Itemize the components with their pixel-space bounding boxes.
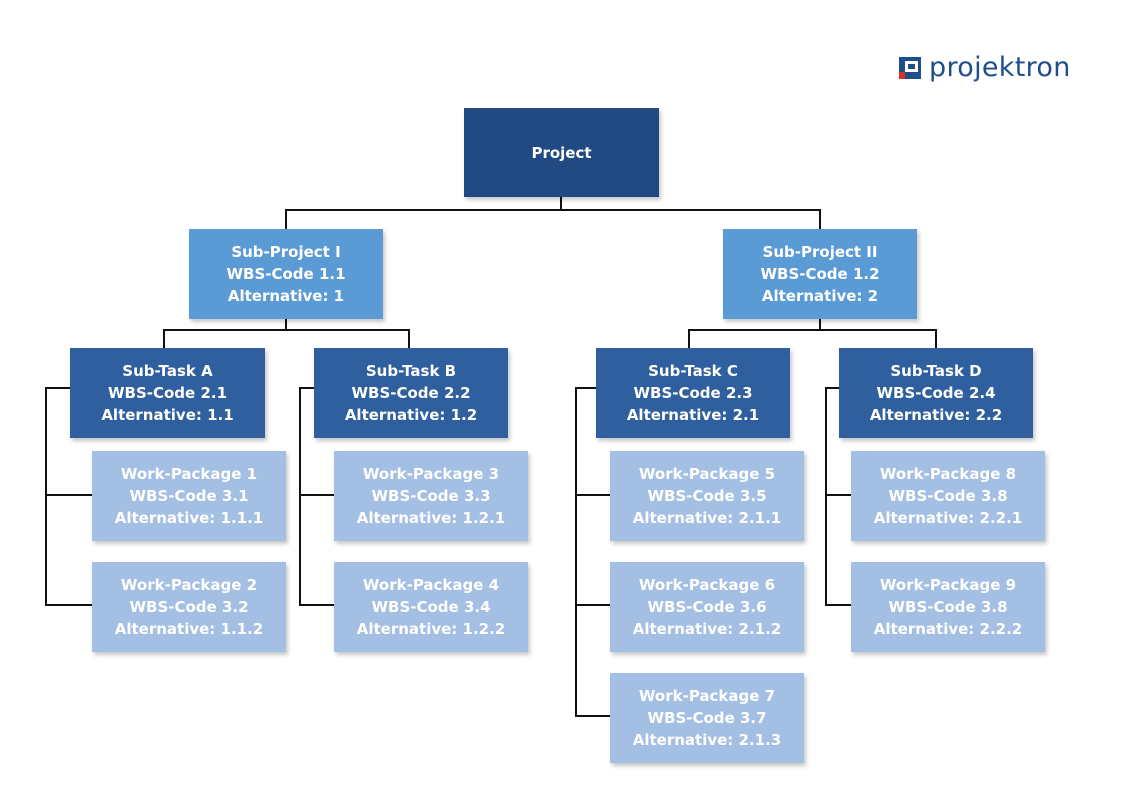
node-wbs-code: WBS-Code 3.7 (647, 709, 767, 727)
node-sub-task-b: Sub-Task B WBS-Code 2.2 Alternative: 1.2 (314, 348, 508, 438)
node-wbs-code: WBS-Code 3.8 (888, 598, 1008, 616)
node-label: Sub-Task C (648, 362, 738, 380)
node-wbs-code: WBS-Code 3.1 (129, 487, 249, 505)
node-alternative: Alternative: 1.2 (344, 406, 478, 424)
node-wbs-code: WBS-Code 3.4 (371, 598, 491, 616)
node-work-package-8: Work-Package 8 WBS-Code 3.8 Alternative:… (851, 451, 1045, 541)
node-label: Work-Package 6 (638, 576, 776, 594)
node-alternative: Alternative: 2.1.2 (632, 620, 782, 638)
node-alternative: Alternative: 2.1.3 (632, 731, 782, 749)
node-alternative: Alternative: 2 (761, 287, 879, 305)
node-wbs-code: WBS-Code 3.3 (371, 487, 491, 505)
projektron-logo: projektron (899, 50, 1071, 86)
node-wbs-code: WBS-Code 1.1 (226, 265, 346, 283)
logo-mark-icon (899, 57, 921, 79)
connector-tb-spine (299, 387, 334, 606)
node-wbs-code: WBS-Code 2.1 (107, 384, 228, 402)
node-label: Sub-Project I (231, 243, 341, 261)
node-wbs-code: WBS-Code 2.3 (633, 384, 753, 402)
node-alternative: Alternative: 2.1 (626, 406, 760, 424)
node-work-package-6: Work-Package 6 WBS-Code 3.6 Alternative:… (610, 562, 804, 652)
brand-name: projektron (929, 52, 1071, 83)
node-project: Project (464, 108, 659, 197)
node-label: Sub-Task D (890, 362, 982, 380)
node-label: Work-Package 2 (120, 576, 258, 594)
node-sub-task-d: Sub-Task D WBS-Code 2.4 Alternative: 2.2 (839, 348, 1033, 438)
node-label: Sub-Task B (365, 362, 457, 380)
connector-td-spine (825, 387, 851, 606)
node-alternative: Alternative: 2.2.1 (873, 509, 1023, 527)
node-label: Project (531, 143, 592, 162)
node-alternative: Alternative: 1.1.1 (114, 509, 264, 527)
node-alternative: Alternative: 1.1.2 (114, 620, 264, 638)
node-sub-project-1: Sub-Project I WBS-Code 1.1 Alternative: … (189, 229, 383, 319)
node-alternative: Alternative: 2.2.2 (873, 620, 1023, 638)
node-work-package-3: Work-Package 3 WBS-Code 3.3 Alternative:… (334, 451, 528, 541)
node-wbs-code: WBS-Code 3.2 (129, 598, 249, 616)
node-label: Sub-Task A (122, 362, 213, 380)
node-sub-project-2: Sub-Project II WBS-Code 1.2 Alternative:… (723, 229, 917, 319)
node-alternative: Alternative: 1 (227, 287, 345, 305)
node-alternative: Alternative: 1.1 (101, 406, 234, 424)
node-label: Work-Package 1 (120, 465, 258, 483)
node-label: Sub-Project II (762, 243, 878, 261)
node-label: Work-Package 3 (362, 465, 500, 483)
node-work-package-2: Work-Package 2 WBS-Code 3.2 Alternative:… (92, 562, 286, 652)
connector-tc-spine (575, 387, 610, 717)
node-work-package-7: Work-Package 7 WBS-Code 3.7 Alternative:… (610, 673, 804, 763)
node-alternative: Alternative: 1.2.2 (356, 620, 506, 638)
node-work-package-5: Work-Package 5 WBS-Code 3.5 Alternative:… (610, 451, 804, 541)
node-label: Work-Package 4 (362, 576, 500, 594)
node-label: Work-Package 9 (879, 576, 1017, 594)
node-label: Work-Package 8 (879, 465, 1017, 483)
node-alternative: Alternative: 1.2.1 (356, 509, 506, 527)
node-label: Work-Package 7 (638, 687, 776, 705)
node-wbs-code: WBS-Code 2.2 (351, 384, 471, 402)
node-wbs-code: WBS-Code 3.8 (888, 487, 1008, 505)
node-alternative: Alternative: 2.1.1 (632, 509, 782, 527)
connector-ta-spine (45, 387, 92, 606)
node-wbs-code: WBS-Code 1.2 (760, 265, 880, 283)
node-wbs-code: WBS-Code 2.4 (876, 384, 996, 402)
node-work-package-1: Work-Package 1 WBS-Code 3.1 Alternative:… (92, 451, 286, 541)
node-work-package-9: Work-Package 9 WBS-Code 3.8 Alternative:… (851, 562, 1045, 652)
node-alternative: Alternative: 2.2 (869, 406, 1003, 424)
node-wbs-code: WBS-Code 3.6 (647, 598, 767, 616)
node-sub-task-a: Sub-Task A WBS-Code 2.1 Alternative: 1.1 (70, 348, 265, 438)
node-wbs-code: WBS-Code 3.5 (647, 487, 767, 505)
node-work-package-4: Work-Package 4 WBS-Code 3.4 Alternative:… (334, 562, 528, 652)
node-label: Work-Package 5 (638, 465, 776, 483)
node-sub-task-c: Sub-Task C WBS-Code 2.3 Alternative: 2.1 (596, 348, 790, 438)
